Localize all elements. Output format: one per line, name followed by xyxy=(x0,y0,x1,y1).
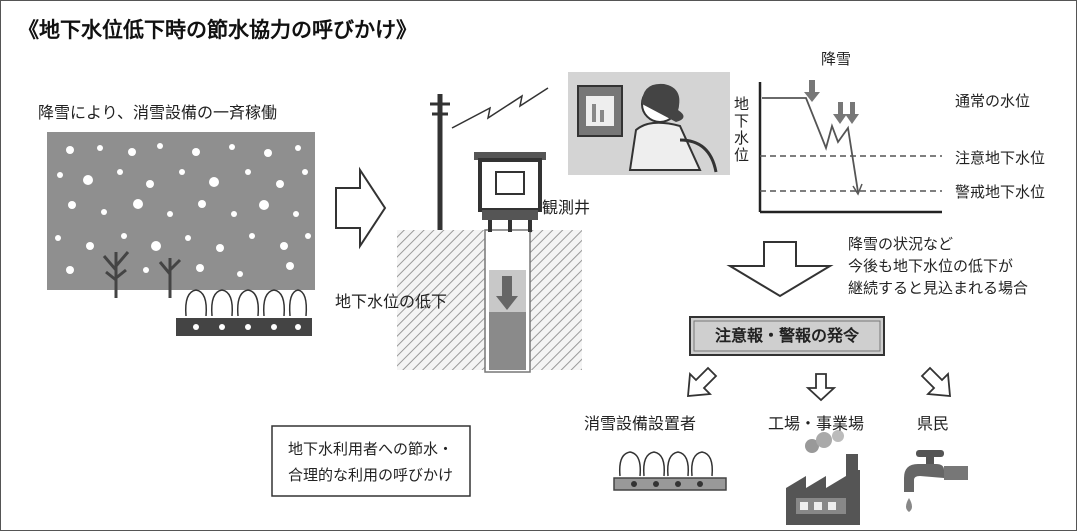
sprinkler-spray xyxy=(184,289,308,317)
well-label: 観測井 xyxy=(542,198,591,217)
target-residents: 県民 xyxy=(917,414,950,433)
alert-box xyxy=(689,316,885,356)
snow-caption: 降雪により、消雪設備の一斉稼働 xyxy=(38,103,278,122)
down-flow-arrow xyxy=(726,241,834,298)
target-factories: 工場・事業場 xyxy=(768,414,865,433)
water-drop-arrow xyxy=(496,276,518,310)
bare-trees xyxy=(102,251,182,298)
snowfall-arrow-2 xyxy=(833,102,847,124)
target-snow-device-owners: 消雪設備設置者 xyxy=(584,414,697,433)
diagram-title: 《地下水位低下時の節水協力の呼びかけ》 xyxy=(18,18,417,42)
normal-level-label: 通常の水位 xyxy=(955,92,1031,110)
operator-illustration xyxy=(568,72,730,175)
warning-level-label: 警戒地下水位 xyxy=(955,183,1046,201)
observation-well-illustration xyxy=(397,87,582,373)
groundwater-drop-label: 地下水位の低下 xyxy=(335,292,448,311)
arrow-to-residents xyxy=(920,366,951,397)
graph-y-axis-label: 地 下 水 位 xyxy=(734,95,750,164)
factory-icon xyxy=(786,430,860,525)
snow-melting-device-icon xyxy=(613,451,727,491)
appeal-text: 地下水利用者への節水・ 合理的な利用の呼びかけ xyxy=(288,440,454,484)
snow-landscape-illustration xyxy=(47,132,315,337)
caution-level-label: 注意地下水位 xyxy=(955,149,1046,167)
condition-text: 降雪の状況など 今後も地下水位の低下が 継続すると見込まれる場合 xyxy=(848,235,1029,297)
arrow-to-factories xyxy=(805,373,837,402)
alert-issuance-label: 注意報・警報の発令 xyxy=(714,326,859,345)
appeal-box xyxy=(271,425,471,497)
water-level-graph xyxy=(758,80,942,214)
snowfall-arrow-3 xyxy=(845,102,859,124)
graph-snowfall-label: 降雪 xyxy=(821,50,852,68)
faucet-icon xyxy=(904,450,968,512)
water-level-trace xyxy=(762,97,859,193)
arrow-to-snow-device-owners xyxy=(687,366,718,397)
right-flow-arrow xyxy=(335,166,387,250)
snowfall-arrow xyxy=(804,80,820,102)
snowflakes xyxy=(55,143,311,277)
